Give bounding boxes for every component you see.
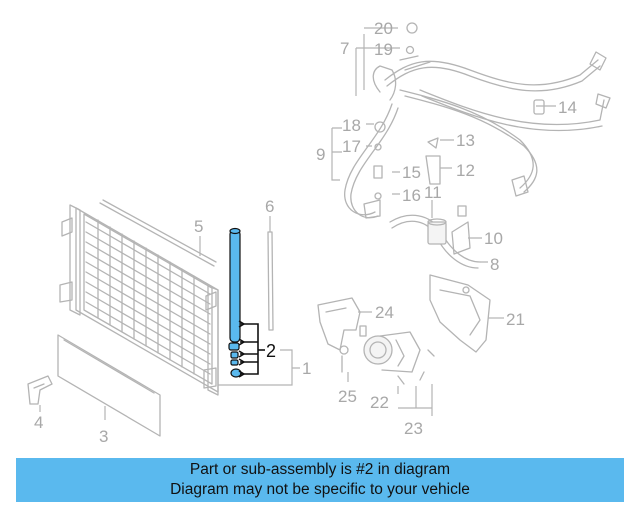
callout-6: 6 [265, 197, 274, 216]
callout-18: 18 [342, 116, 361, 135]
callout-1: 1 [302, 359, 311, 378]
valve-assembly [389, 205, 488, 269]
info-banner: Part or sub-assembly is #2 in diagram Di… [16, 458, 624, 502]
callout-3: 3 [99, 427, 108, 446]
callout-15: 15 [402, 163, 421, 182]
seal-strip-part-5 [99, 199, 217, 267]
bracket-part-4 [27, 375, 53, 405]
callout-7: 7 [340, 39, 349, 58]
condenser-assembly [59, 204, 219, 396]
shield-part-21 [429, 274, 504, 353]
callout-21: 21 [506, 310, 525, 329]
callout-12: 12 [456, 161, 475, 180]
banner-line-2: Diagram may not be specific to your vehi… [170, 481, 470, 498]
callout-10: 10 [484, 229, 503, 248]
callout-2: 2 [266, 341, 276, 361]
bracket-part-24 [317, 297, 372, 351]
callout-19: 19 [374, 40, 393, 59]
rod-part-6 [267, 216, 274, 331]
ac-lines [344, 51, 611, 219]
callout-13: 13 [456, 131, 475, 150]
callout-25: 25 [338, 387, 357, 406]
compressor [339, 325, 435, 416]
highlighted-part-2 [228, 227, 265, 378]
callout-23: 23 [404, 419, 423, 438]
callout-22: 22 [370, 393, 389, 412]
callout-24: 24 [375, 303, 394, 322]
callout-16: 16 [402, 186, 421, 205]
callout-20: 20 [374, 19, 393, 38]
callout-5: 5 [194, 217, 203, 236]
parts-diagram: 2 1 3 4 5 6 7 8 9 10 11 12 13 14 15 16 1… [27, 19, 611, 446]
banner-line-1: Part or sub-assembly is #2 in diagram [189, 461, 451, 478]
callout-4: 4 [34, 413, 43, 432]
panel-part-3 [57, 334, 161, 437]
callout-8: 8 [490, 255, 499, 274]
callout-9: 9 [316, 145, 325, 164]
callout-11: 11 [424, 183, 442, 202]
drier-cylinder [229, 229, 241, 343]
callout-17: 17 [342, 137, 361, 156]
callout-14: 14 [558, 98, 577, 117]
fittings [373, 22, 545, 200]
